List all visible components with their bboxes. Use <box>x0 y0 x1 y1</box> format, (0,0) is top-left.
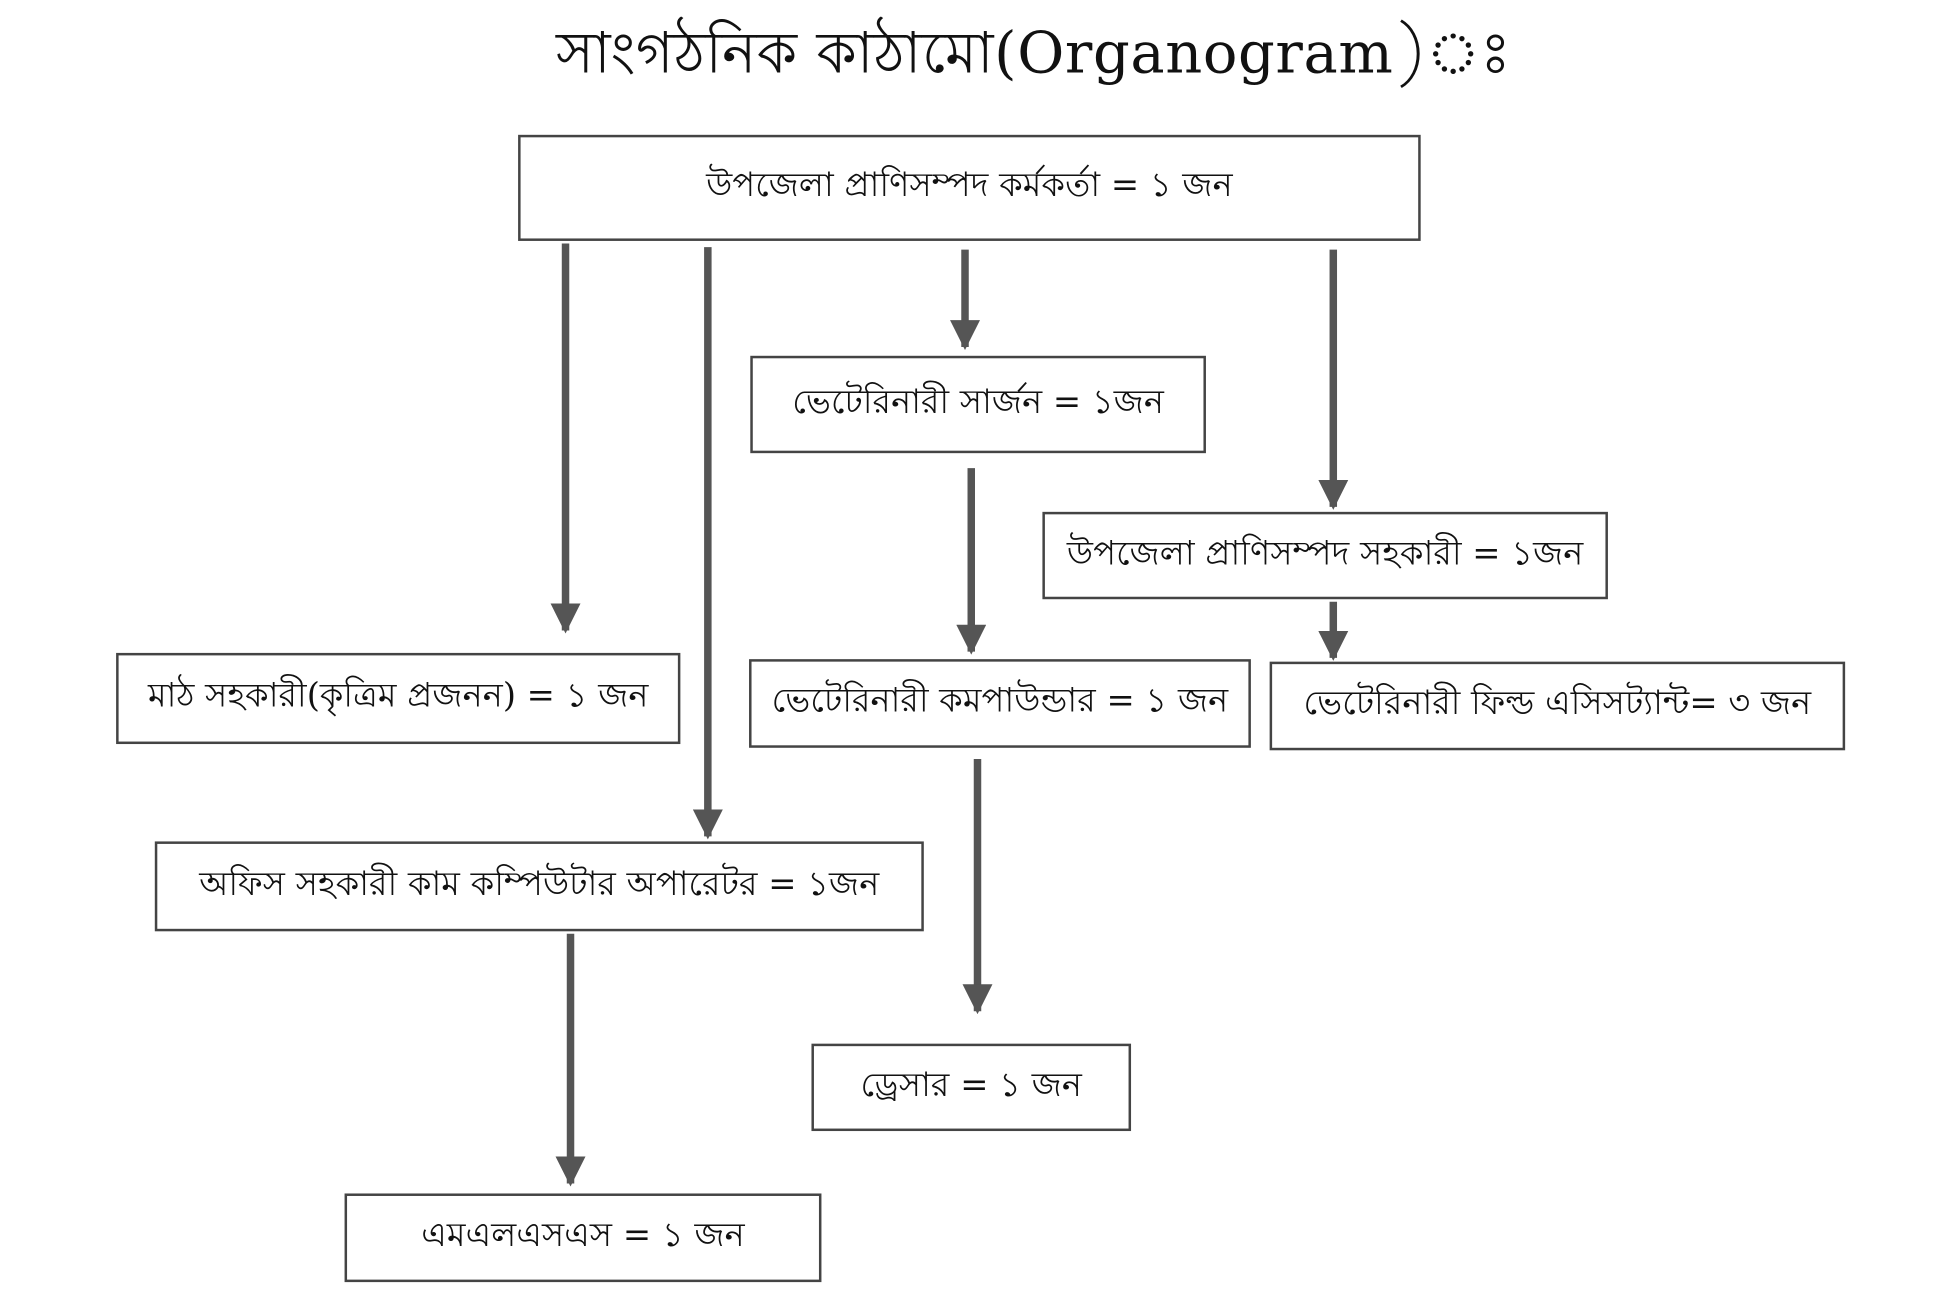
node-office-assistant: অফিস সহকারী কাম কম্পিউটার অপারেটর = ১জন <box>154 841 924 932</box>
node-head: উপজেলা প্রাণিসম্পদ কর্মকর্তা = ১ জন <box>518 134 1421 241</box>
node-field-assistant: ভেটেরিনারী ফিল্ড এসিসট্যান্ট= ৩ জন <box>1269 661 1846 751</box>
node-ula: উপজেলা প্রাণিসম্পদ সহকারী = ১জন <box>1042 511 1608 600</box>
page-title: সাংগঠনিক কাঠামো(Organogram)ঃ <box>556 18 1512 87</box>
node-compounder: ভেটেরিনারী কমপাউন্ডার = ১ জন <box>749 659 1251 748</box>
node-dresser: ড্রেসার = ১ জন <box>811 1043 1132 1132</box>
node-field-ai: মাঠ সহকারী(কৃত্রিম প্রজনন) = ১ জন <box>116 652 681 745</box>
node-mlss: এমএলএসএস = ১ জন <box>344 1193 822 1283</box>
node-surgeon: ভেটেরিনারী সার্জন = ১জন <box>750 355 1206 454</box>
